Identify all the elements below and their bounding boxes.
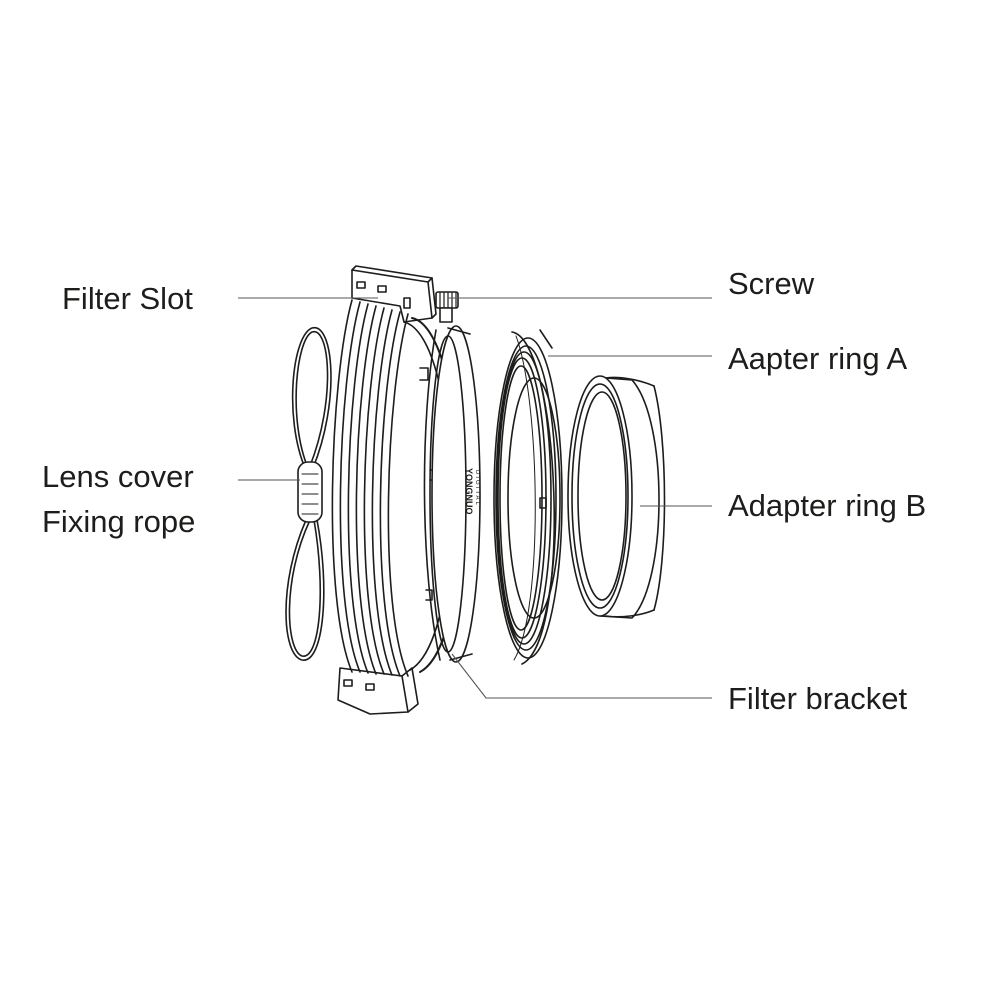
leader-lines (238, 297, 712, 699)
label-lens-cover: Lens cover (42, 459, 194, 494)
label-adapter-ring-a: Aapter ring A (728, 341, 908, 376)
fixing-rope (285, 327, 332, 661)
label-fixing-rope: Fixing rope (42, 504, 196, 539)
adapter-ring-a (493, 329, 563, 665)
label-filter-slot: Filter Slot (62, 281, 193, 316)
brand-name: YONGNUO (464, 468, 474, 515)
adapter-ring-b (567, 375, 666, 619)
filter-bracket: YONGNUO DIGITAL (423, 325, 481, 663)
label-screw: Screw (728, 266, 815, 301)
label-adapter-ring-b: Adapter ring B (728, 488, 927, 523)
screw (435, 291, 459, 323)
filter-holder (331, 265, 462, 715)
label-filter-bracket: Filter bracket (728, 681, 908, 716)
brand-sub: DIGITAL (474, 470, 480, 507)
leader-filter-bracket (451, 653, 712, 699)
